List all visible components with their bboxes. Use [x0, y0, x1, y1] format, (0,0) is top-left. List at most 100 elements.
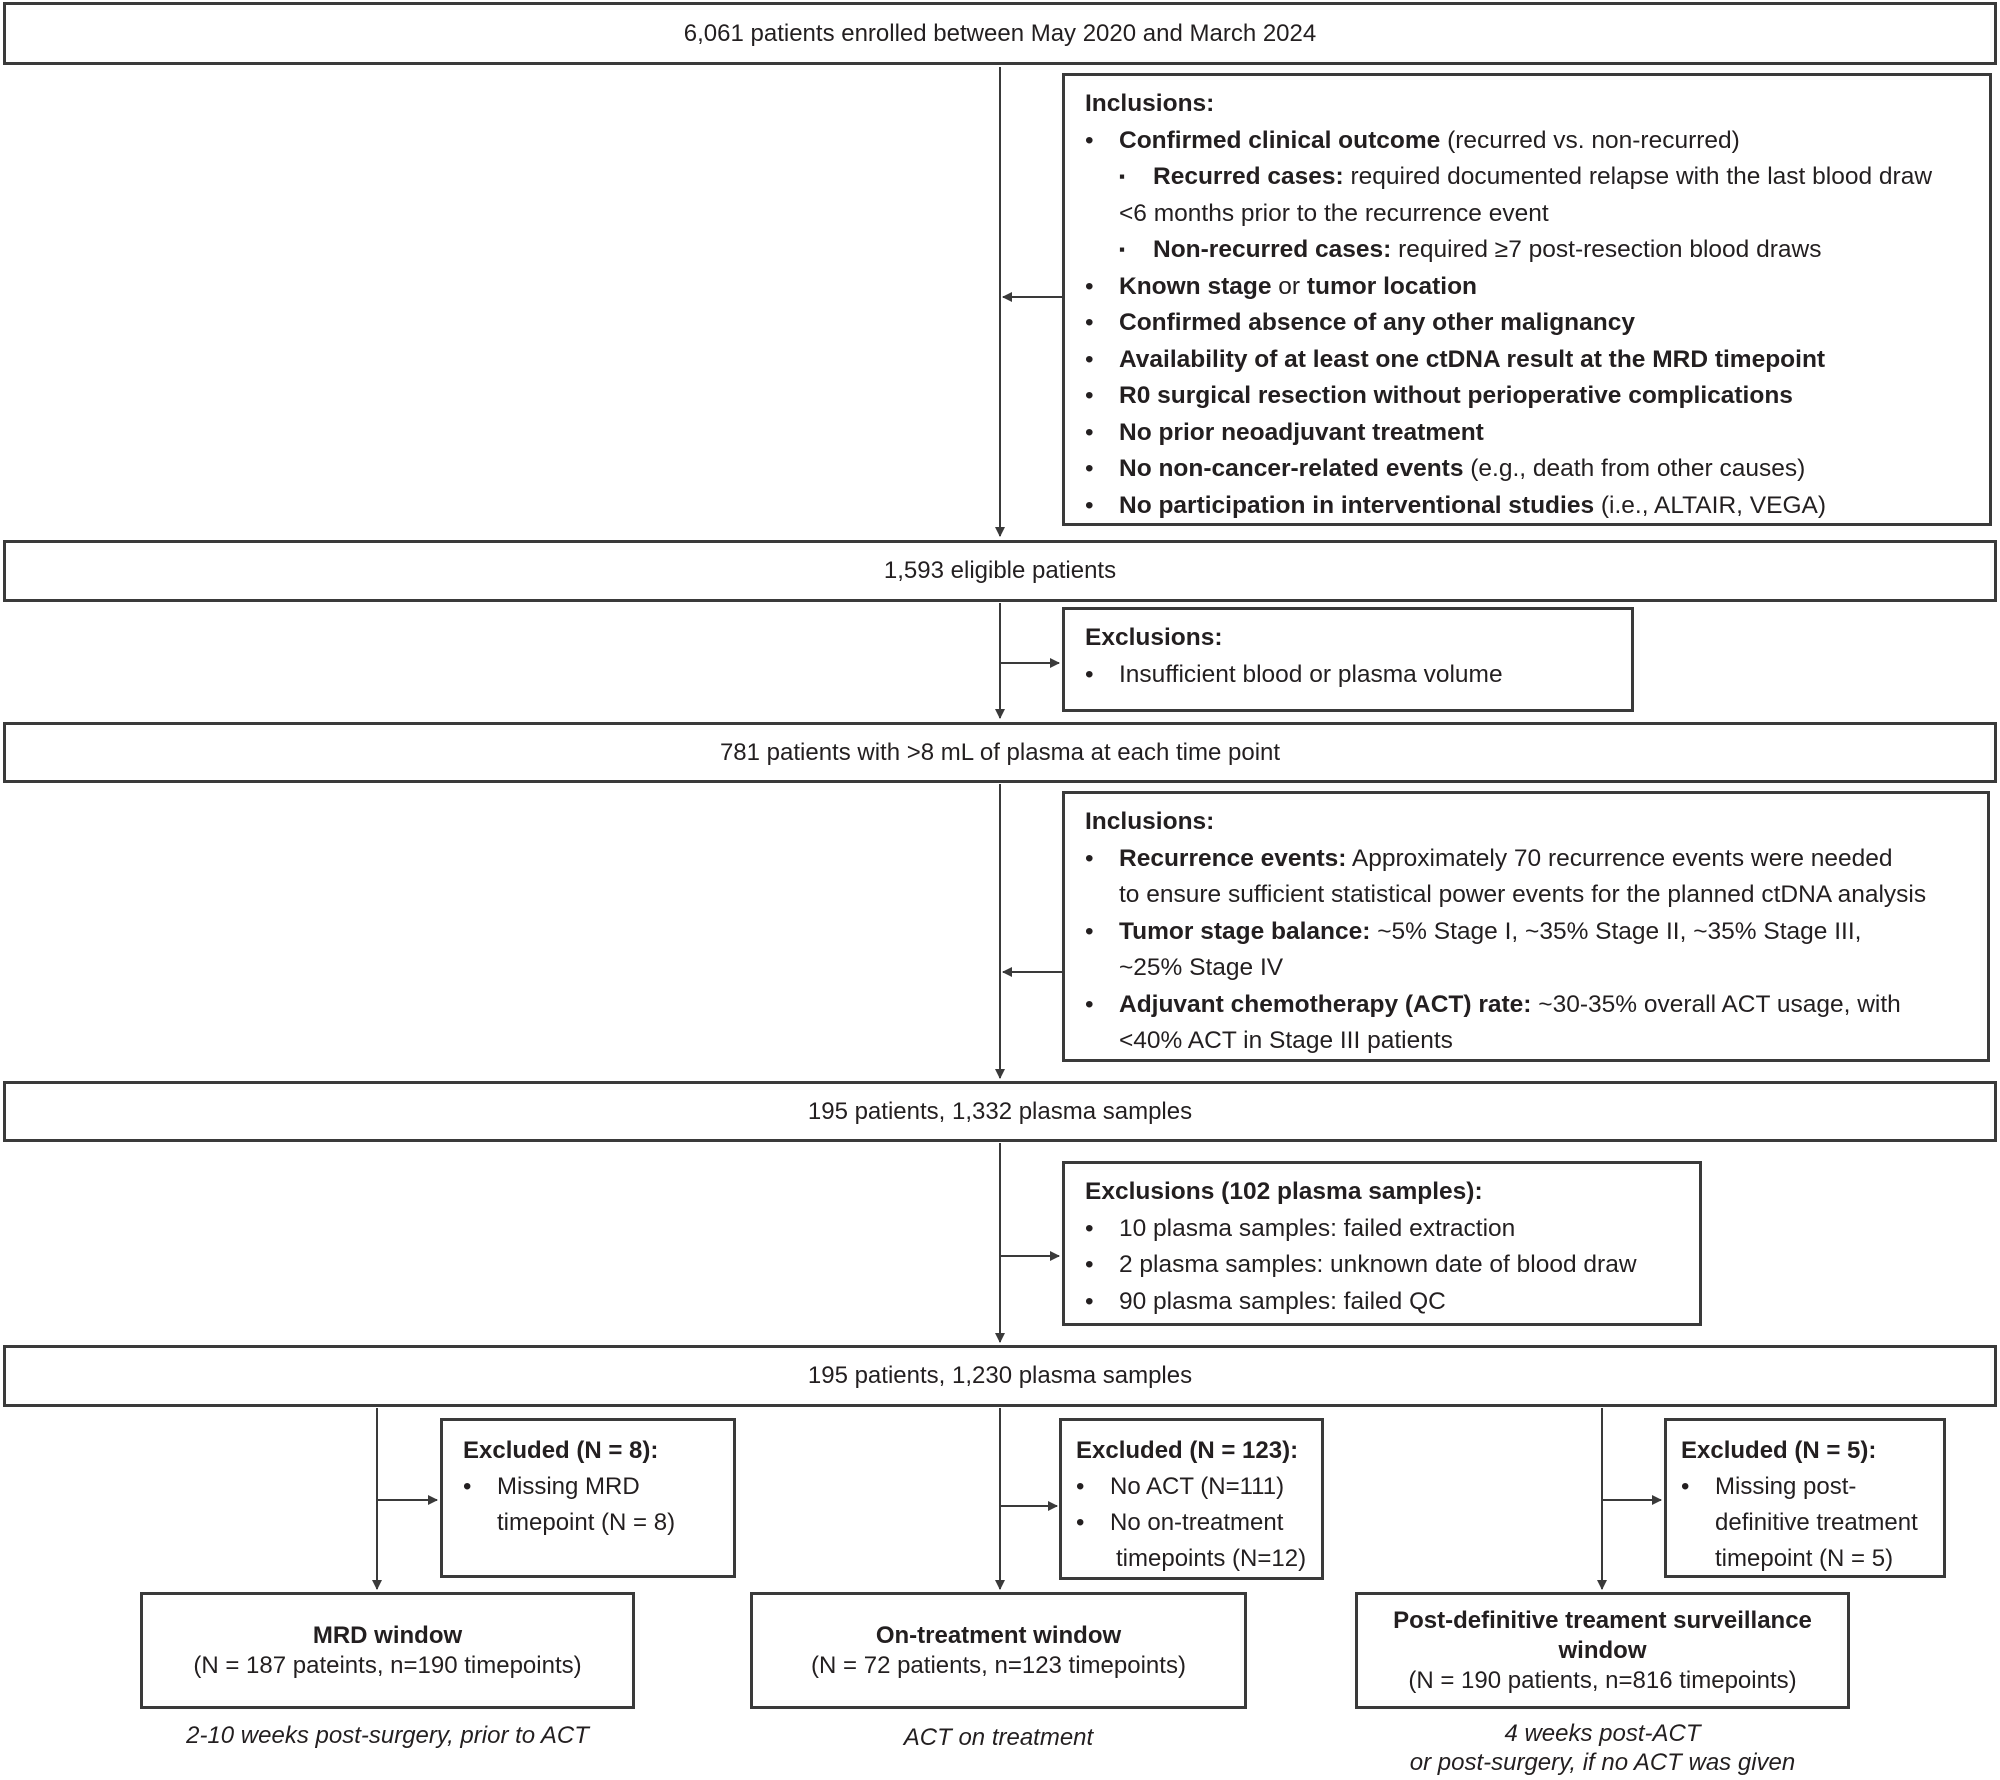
bullet-icon: •: [1076, 1509, 1085, 1536]
criterion-detail: (e.g., death from other causes): [1463, 455, 1806, 482]
post-excluded-box: Excluded (N = 5): • Missing post- definit…: [1664, 1418, 1946, 1578]
bullet-icon: •: [1085, 491, 1094, 519]
criterion-label: Recurred cases:: [1153, 163, 1344, 190]
criterion-detail-continued: <40% ACT in Stage III patients: [1119, 1027, 1453, 1054]
criterion-label: Non-recurred cases:: [1153, 236, 1392, 263]
criterion-detail: ~5% Stage I, ~35% Stage II, ~35% Stage I…: [1370, 917, 1862, 945]
excluded-heading: Excluded (N = 8):: [463, 1437, 659, 1464]
criterion-detail-continued: <6 months prior to the recurrence event: [1119, 199, 1549, 227]
exclusions-criteria-box-2: Exclusions (102 plasma samples): • 10 pla…: [1062, 1161, 1702, 1326]
criterion-detail: (recurred vs. non-recurred): [1440, 126, 1740, 154]
mrd-window-box: MRD window (N = 187 pateints, n=190 time…: [140, 1592, 635, 1709]
bullet-icon: •: [1085, 844, 1094, 872]
bullet-icon: •: [1085, 1214, 1094, 1242]
excluded-heading: Excluded (N = 123):: [1076, 1437, 1299, 1464]
criterion-detail-continued: to ensure sufficient statistical power e…: [1119, 881, 1927, 908]
plasma-781-text: 781 patients with >8 mL of plasma at eac…: [719, 738, 1281, 766]
excluded-item-continued: timepoint (N = 5): [1715, 1545, 1894, 1572]
samples-1230-text: 195 patients, 1,230 plasma samples: [807, 1362, 1193, 1389]
post-window-detail: (N = 190 patients, n=816 timepoints): [1408, 1666, 1797, 1694]
post-caption-line: or post-surgery, if no ACT was given: [1409, 1749, 1796, 1776]
criterion-label: No prior neoadjuvant treatment: [1119, 418, 1484, 446]
bullet-icon: •: [1085, 917, 1094, 945]
ontx-window-caption: ACT on treatment: [750, 1722, 1247, 1753]
bullet-icon: •: [1681, 1473, 1690, 1500]
criterion-label: Confirmed clinical outcome: [1119, 126, 1441, 154]
criterion-detail: required ≥7 post-resection blood draws: [1391, 236, 1822, 263]
inclusions-heading: Inclusions:: [1085, 808, 1215, 835]
exclusions-heading: Exclusions:: [1085, 624, 1223, 651]
bullet-icon: •: [1085, 382, 1094, 409]
bullet-icon: •: [463, 1473, 472, 1500]
criterion-detail: ~30-35% overall ACT usage, with: [1531, 990, 1901, 1018]
ontx-excluded-box: Excluded (N = 123): • No ACT (N=111) • No …: [1059, 1418, 1324, 1580]
criterion-detail: required documented relapse with the las…: [1343, 163, 1933, 190]
inclusions-criteria-box-1: Inclusions: •Confirmed clinical outcome …: [1062, 73, 1992, 526]
bullet-icon: •: [1085, 990, 1094, 1018]
excluded-item-continued: timepoint (N = 8): [497, 1509, 676, 1536]
bullet-icon: •: [1085, 309, 1094, 336]
inclusions-criteria-box-2: Inclusions: • Recurrence events: Approxim…: [1062, 791, 1990, 1062]
mrd-window-title: MRD window: [312, 1621, 463, 1649]
exclusion-item: 10 plasma samples: failed extraction: [1119, 1214, 1516, 1242]
criterion-detail: (i.e., ALTAIR, VEGA): [1594, 491, 1826, 519]
criterion-detail-continued: ~25% Stage IV: [1119, 954, 1284, 981]
criterion-label: R0 surgical resection without perioperat…: [1119, 382, 1793, 409]
exclusions-criteria-box-1: Exclusions: •Insufficient blood or plasm…: [1062, 607, 1634, 712]
post-window-caption: 4 weeks post-ACT or post-surgery, if no …: [1355, 1719, 1850, 1777]
post-window-title-continued: window: [1558, 1636, 1647, 1664]
criterion-detail: Approximately 70 recurrence events were …: [1346, 844, 1893, 872]
criterion-label: Confirmed absence of any other malignanc…: [1119, 309, 1635, 336]
ontx-window-detail: (N = 72 patients, n=123 timepoints): [811, 1651, 1186, 1679]
bullet-icon: •: [1085, 455, 1094, 482]
bullet-icon: •: [1085, 660, 1094, 688]
eligible-text: 1,593 eligible patients: [883, 557, 1117, 584]
inclusions-heading: Inclusions:: [1085, 90, 1215, 117]
excluded-item: No on-treatment: [1110, 1509, 1284, 1536]
post-window-box: Post-definitive treament surveillance wi…: [1355, 1592, 1850, 1709]
mrd-window-detail: (N = 187 pateints, n=190 timepoints): [193, 1651, 582, 1679]
bullet-icon: •: [1085, 126, 1094, 154]
criterion-detail: or: [1271, 272, 1307, 300]
criterion-label: No participation in interventional studi…: [1119, 491, 1595, 519]
ontx-window-box: On-treatment window (N = 72 patients, n=…: [750, 1592, 1247, 1709]
square-bullet-icon: ▪: [1119, 240, 1126, 259]
excluded-item-continued: definitive treatment: [1715, 1509, 1918, 1536]
bullet-icon: •: [1085, 1287, 1094, 1315]
criterion-label: No non-cancer-related events: [1119, 455, 1464, 482]
samples-1230-box: 195 patients, 1,230 plasma samples: [3, 1345, 1997, 1407]
excluded-item: No ACT (N=111): [1110, 1473, 1285, 1500]
bullet-icon: •: [1085, 1251, 1094, 1278]
post-window-title: Post-definitive treament surveillance: [1393, 1606, 1812, 1634]
samples-1332-text: 195 patients, 1,332 plasma samples: [807, 1097, 1193, 1125]
excluded-item: Missing post-: [1715, 1473, 1857, 1500]
mrd-caption-text: 2-10 weeks post-surgery, prior to ACT: [186, 1722, 589, 1749]
criterion-label: Known stage: [1119, 272, 1272, 300]
bullet-icon: •: [1085, 418, 1094, 446]
excluded-item: Missing MRD: [497, 1473, 640, 1500]
enrolled-box: 6,061 patients enrolled between May 2020…: [3, 2, 1997, 65]
mrd-excluded-box: Excluded (N = 8): • Missing MRD timepoint…: [440, 1418, 736, 1578]
criterion-label: Tumor stage balance:: [1119, 917, 1371, 945]
exclusion-item: 2 plasma samples: unknown date of blood …: [1119, 1251, 1637, 1278]
excluded-item-continued: timepoints (N=12): [1116, 1545, 1307, 1572]
exclusion-item: 90 plasma samples: failed QC: [1119, 1287, 1446, 1315]
criterion-label: Adjuvant chemotherapy (ACT) rate:: [1119, 990, 1532, 1018]
bullet-icon: •: [1085, 272, 1094, 300]
square-bullet-icon: ▪: [1119, 167, 1126, 186]
ontx-caption-text: ACT on treatment: [903, 1724, 1094, 1751]
criterion-label: Availability of at least one ctDNA resul…: [1119, 345, 1826, 373]
criterion-label: tumor location: [1306, 272, 1478, 300]
mrd-window-caption: 2-10 weeks post-surgery, prior to ACT: [100, 1720, 675, 1751]
eligible-box: 1,593 eligible patients: [3, 540, 1997, 602]
excluded-heading: Excluded (N = 5):: [1681, 1437, 1877, 1464]
ontx-window-title: On-treatment window: [875, 1621, 1122, 1649]
criterion-label: Recurrence events:: [1119, 844, 1347, 872]
samples-1332-box: 195 patients, 1,332 plasma samples: [3, 1081, 1997, 1142]
bullet-icon: •: [1076, 1473, 1085, 1500]
enrolled-text: 6,061 patients enrolled between May 2020…: [683, 19, 1317, 47]
bullet-icon: •: [1085, 345, 1094, 373]
exclusions-heading: Exclusions (102 plasma samples):: [1085, 1178, 1483, 1205]
post-caption-line: 4 weeks post-ACT: [1504, 1720, 1701, 1747]
